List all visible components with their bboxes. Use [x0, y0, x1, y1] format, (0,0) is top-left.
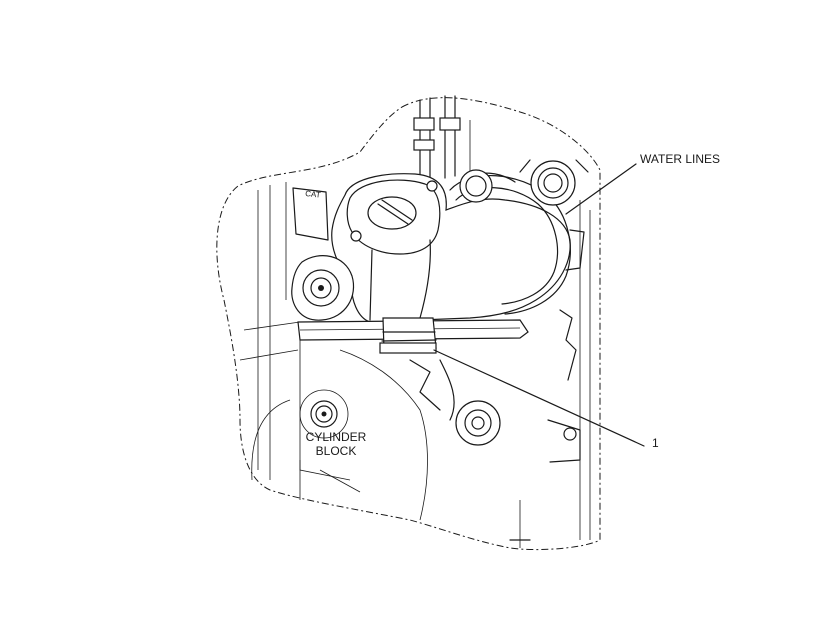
frame-lines-right: [299, 200, 591, 548]
water-line-fittings: [459, 159, 589, 206]
callout-1-leader: [433, 349, 645, 447]
cylinder-block-label-line2: BLOCK: [315, 444, 357, 458]
water-lines-label: WATER LINES: [640, 152, 721, 166]
leader-lines: [433, 163, 645, 447]
vertical-pipes: [413, 95, 471, 181]
cast-mark-text: CAT: [305, 189, 321, 200]
cylinder-block-boss: [299, 389, 349, 439]
cylinder-block-label-line1: CYLINDER: [305, 430, 367, 444]
callout-1-label: 1: [652, 436, 659, 450]
gasket-part: [379, 317, 437, 354]
lower-right-boss: [339, 349, 501, 521]
cylinder-block-label: CYLINDER BLOCK: [298, 430, 374, 458]
breakout-outline: [216, 97, 601, 551]
cast-mark: CAT: [292, 187, 329, 241]
pump-housing: [297, 172, 571, 341]
left-boss: [291, 255, 354, 321]
water-lines-leader: [565, 163, 637, 215]
